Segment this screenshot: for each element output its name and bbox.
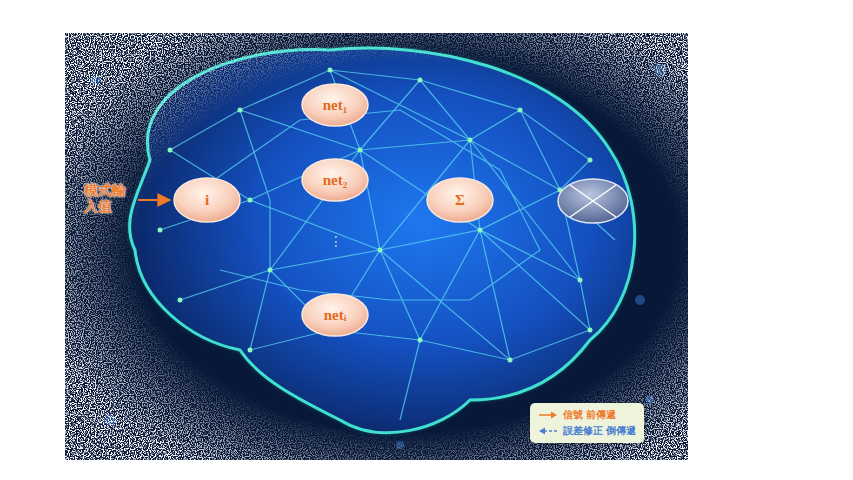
legend-row: 信號 前傳遞	[538, 407, 636, 423]
dark-ground	[65, 33, 688, 460]
legend-arrow-sample	[538, 410, 558, 420]
node-outline	[427, 178, 493, 222]
input-arrow	[138, 199, 170, 201]
neuron-node: net₁	[301, 83, 369, 127]
neuron-node: i	[173, 177, 241, 223]
legend-row: 誤差修正 倒傳遞	[538, 423, 636, 439]
legend-box: 信號 前傳遞誤差修正 倒傳遞	[530, 403, 644, 443]
node-outline	[174, 178, 240, 222]
node-label: netᵢ	[324, 307, 347, 324]
node-label: net₁	[323, 97, 348, 114]
legend-arrow-sample	[538, 426, 558, 436]
node-label: i	[205, 192, 209, 209]
crossed-output	[558, 179, 628, 223]
neuron-node: net₂	[301, 158, 369, 202]
speckle-edge	[65, 33, 688, 460]
node-outline	[302, 294, 368, 336]
node-outline	[302, 84, 368, 126]
ellipsis-mark: ⋮	[329, 234, 343, 249]
node-label: net₂	[323, 172, 348, 189]
node-label: Σ	[455, 192, 465, 209]
node-outline	[302, 159, 368, 201]
legend-text: 誤差修正 倒傳遞	[563, 424, 636, 438]
neuron-node: netᵢ	[301, 293, 369, 337]
input-label: 模式輸入值	[84, 182, 132, 214]
neuron-node: Σ	[426, 177, 494, 223]
legend-text: 信號 前傳遞	[563, 408, 616, 422]
